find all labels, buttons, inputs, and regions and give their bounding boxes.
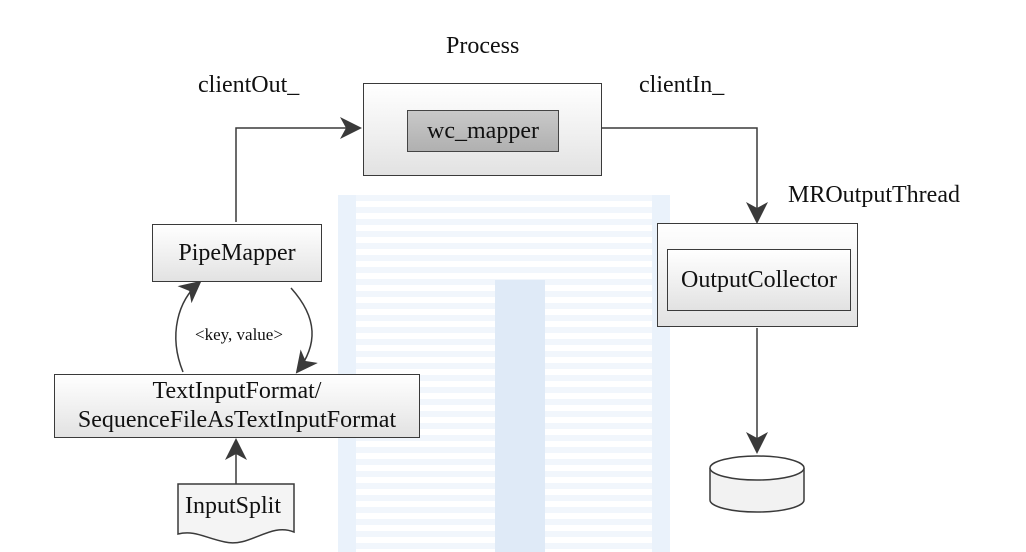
database-icon [709, 455, 805, 513]
connector-process-to-outputthread [602, 127, 768, 224]
connector-pipemapper-to-process [235, 117, 362, 222]
client-out-label: clientOut_ [198, 72, 300, 98]
output-collector-box: OutputCollector [667, 249, 851, 311]
process-title: Process [446, 33, 520, 59]
input-format-box: TextInputFormat/ SequenceFileAsTextInput… [54, 374, 420, 438]
document-icon [177, 483, 295, 544]
curve-pipemapper-to-inputformat [290, 287, 318, 374]
key-value-label: <key, value> [195, 325, 283, 344]
input-format-line2: SequenceFileAsTextInputFormat [77, 407, 397, 433]
pipe-mapper-box: PipeMapper [152, 224, 322, 282]
watermark-center-bar [495, 280, 545, 552]
wc-mapper-box: wc_mapper [407, 110, 559, 152]
mr-output-thread-label: MROutputThread [788, 182, 960, 208]
input-split-label: InputSplit [185, 493, 282, 519]
curve-inputformat-to-pipemapper [175, 280, 202, 373]
watermark-left-bar [338, 195, 356, 552]
input-format-line1: TextInputFormat/ [152, 378, 322, 405]
client-in-label: clientIn_ [639, 72, 725, 98]
